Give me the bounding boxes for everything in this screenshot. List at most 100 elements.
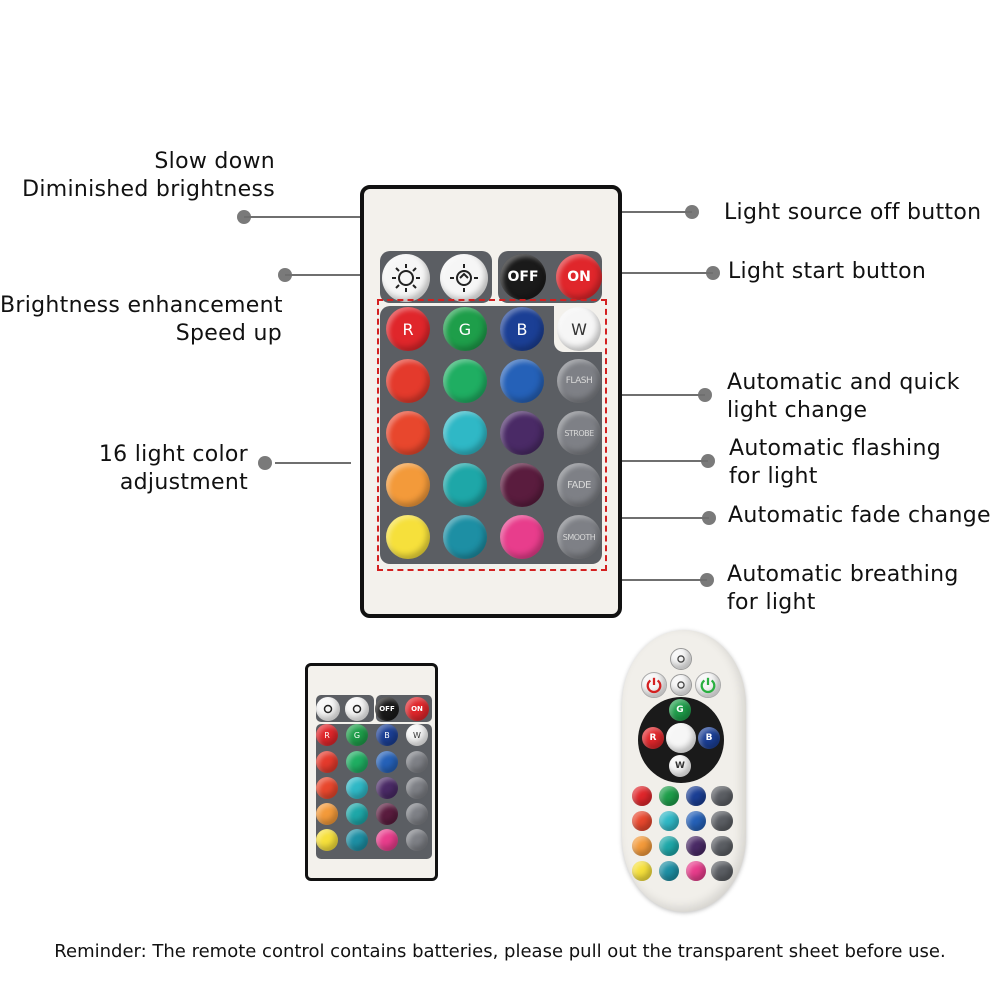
oval-mode-button[interactable] (711, 786, 733, 806)
sun-dim-icon (392, 264, 420, 292)
fade-button[interactable]: FADE (557, 463, 601, 507)
color-button[interactable] (443, 411, 487, 455)
oval-color-button[interactable] (659, 786, 679, 806)
color-button[interactable] (386, 359, 430, 403)
small-white-button[interactable]: W (406, 724, 428, 746)
oval-color-button[interactable] (659, 861, 679, 881)
small-color-button[interactable] (346, 751, 368, 773)
red-button[interactable]: R (386, 307, 430, 351)
strobe-button[interactable]: STROBE (557, 411, 601, 455)
label-color-adjustment-line1: 16 light color (98, 442, 248, 467)
off-button[interactable]: OFF (500, 254, 546, 300)
on-button[interactable]: ON (556, 254, 602, 300)
small-mode-button[interactable] (406, 829, 428, 851)
oval-color-button[interactable] (632, 861, 652, 881)
color-button[interactable] (386, 515, 430, 559)
brightness-down-button[interactable] (382, 254, 430, 302)
callout-dot-auto-fade (702, 511, 716, 525)
small-color-button[interactable] (376, 751, 398, 773)
color-button[interactable] (500, 359, 544, 403)
white-button[interactable]: W (557, 307, 601, 351)
small-mode-button[interactable] (406, 777, 428, 799)
small-color-button[interactable] (316, 777, 338, 799)
small-green-button[interactable]: G (346, 724, 368, 746)
small-brightness-down-button[interactable] (316, 697, 340, 721)
color-button[interactable] (386, 463, 430, 507)
small-color-button[interactable] (376, 829, 398, 851)
blue-button[interactable]: B (500, 307, 544, 351)
callout-dot-auto-breathing (700, 573, 714, 587)
oval-red-button[interactable]: R (642, 727, 664, 749)
small-color-button[interactable] (316, 829, 338, 851)
label-auto-breathing: Automatic breathing for light (727, 561, 959, 617)
small-off-button[interactable]: OFF (375, 697, 399, 721)
oval-mode-button[interactable] (711, 811, 733, 831)
small-blue-button[interactable]: B (376, 724, 398, 746)
label-auto-flashing-line2: for light (729, 464, 818, 489)
flash-button[interactable]: FLASH (557, 359, 601, 403)
small-on-button[interactable]: ON (405, 697, 429, 721)
oval-color-button[interactable] (659, 836, 679, 856)
oval-color-button[interactable] (632, 786, 652, 806)
oval-power-on-button[interactable] (695, 672, 721, 698)
color-button[interactable] (443, 463, 487, 507)
small-color-button[interactable] (316, 803, 338, 825)
label-auto-flashing: Automatic flashing for light (729, 435, 941, 491)
small-color-button[interactable] (376, 777, 398, 799)
green-button[interactable]: G (443, 307, 487, 351)
oval-mode-button[interactable] (711, 836, 733, 856)
color-button[interactable] (386, 411, 430, 455)
label-auto-quick-change: Automatic and quick light change (727, 369, 960, 425)
label-auto-fade-text: Automatic fade change (728, 503, 991, 528)
oval-green-button[interactable]: G (669, 699, 691, 721)
callout-dot-auto-flashing (701, 454, 715, 468)
small-mode-button[interactable] (406, 751, 428, 773)
small-color-button[interactable] (346, 829, 368, 851)
small-red-button[interactable]: R (316, 724, 338, 746)
sun-dim-icon (323, 704, 333, 714)
color-button[interactable] (500, 515, 544, 559)
color-button[interactable] (443, 359, 487, 403)
color-button[interactable] (500, 411, 544, 455)
callout-dot-auto-quick-change (698, 388, 712, 402)
callout-dot-light-start (706, 266, 720, 280)
leader-line-auto-breathing (622, 579, 707, 581)
oval-color-button[interactable] (686, 836, 706, 856)
small-color-button[interactable] (346, 777, 368, 799)
oval-color-button[interactable] (632, 836, 652, 856)
oval-mode-button[interactable] (711, 861, 733, 881)
small-brightness-up-button[interactable] (345, 697, 369, 721)
oval-center-button[interactable] (666, 723, 696, 753)
oval-color-button[interactable] (686, 786, 706, 806)
label-auto-fade: Automatic fade change (728, 502, 991, 530)
label-brightness-enhancement-text: Brightness enhancement (0, 293, 283, 318)
label-slow-down-text: Slow down (154, 149, 275, 174)
color-button[interactable] (500, 463, 544, 507)
label-light-source-off-text: Light source off button (724, 200, 982, 225)
color-section-dashed-outline (377, 299, 607, 571)
small-color-button[interactable] (316, 751, 338, 773)
label-auto-breathing-line2: for light (727, 590, 816, 615)
oval-white-button[interactable]: W (669, 755, 691, 777)
label-diminished-brightness-text: Diminished brightness (22, 177, 275, 202)
brightness-up-button[interactable] (440, 254, 488, 302)
label-speed-up-text: Speed up (175, 321, 282, 346)
sun-bright-icon (677, 655, 685, 663)
small-mode-button[interactable] (406, 803, 428, 825)
oval-blue-button[interactable]: B (698, 727, 720, 749)
oval-brightness-up-button[interactable] (670, 648, 692, 670)
small-color-button[interactable] (346, 803, 368, 825)
label-slow-down: Slow down Diminished brightness (20, 148, 275, 204)
small-color-button[interactable] (376, 803, 398, 825)
oval-color-button[interactable] (659, 811, 679, 831)
label-color-adjustment-line2: adjustment (119, 470, 248, 495)
oval-brightness-down-button[interactable] (670, 674, 692, 696)
color-button[interactable] (443, 515, 487, 559)
oval-color-button[interactable] (632, 811, 652, 831)
label-auto-breathing-line1: Automatic breathing (727, 562, 959, 587)
oval-color-button[interactable] (686, 861, 706, 881)
oval-power-off-button[interactable] (641, 672, 667, 698)
oval-color-button[interactable] (686, 811, 706, 831)
callout-dot-color-adjustment (258, 456, 272, 470)
smooth-button[interactable]: SMOOTH (557, 515, 601, 559)
